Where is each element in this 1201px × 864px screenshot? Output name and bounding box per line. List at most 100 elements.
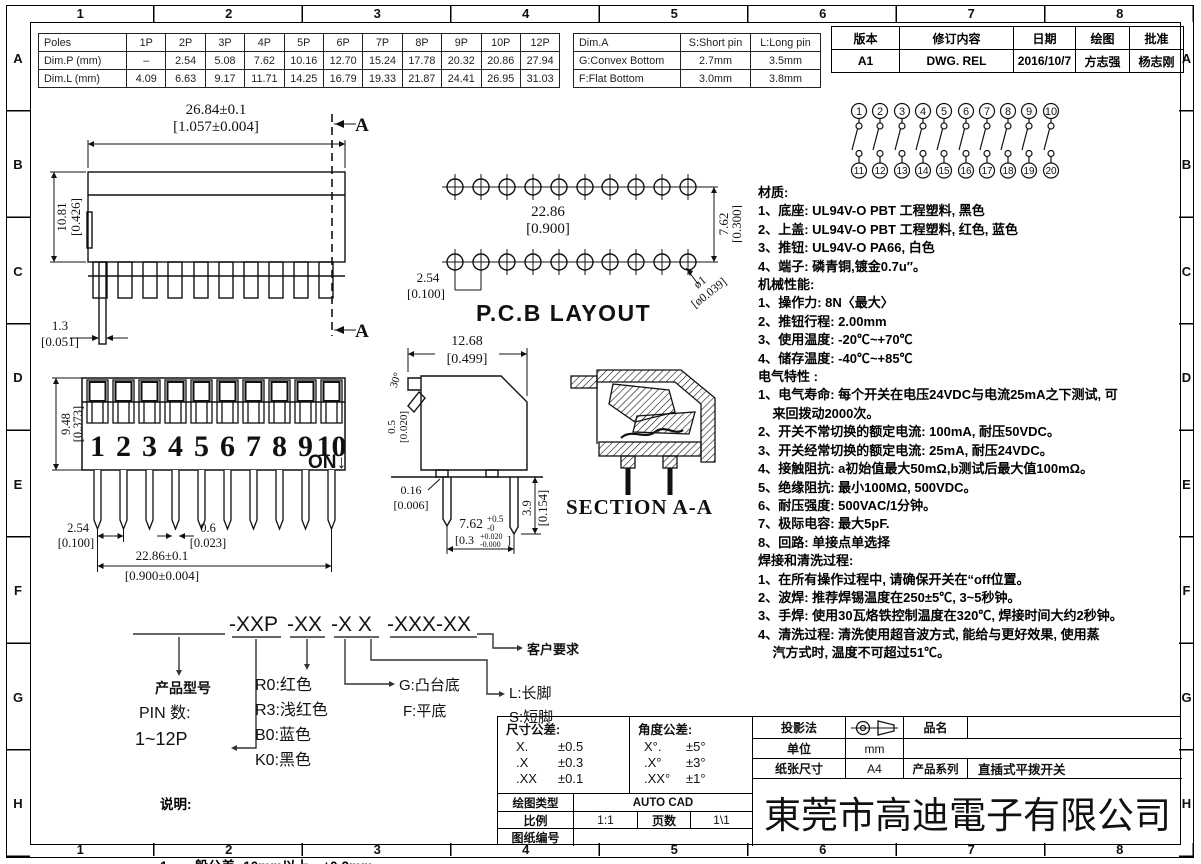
tolerance-row: .X±0.3: [498, 755, 629, 771]
pin-number: 14: [917, 166, 929, 177]
grid-col-label: 8: [1116, 6, 1124, 21]
pin-number: 13: [896, 166, 908, 177]
dim-slot-in: [0.023]: [190, 536, 226, 550]
grid-col-label: 3: [373, 842, 381, 857]
pin-number: 6: [963, 106, 969, 118]
spec-line: 汽方式时, 温度不可超过51℃。: [758, 645, 951, 661]
side-profile-outline: [391, 375, 543, 536]
table-cell: –: [125, 51, 167, 70]
title-block: 尺寸公差: X.±0.5.X±0.3.XX±0.1 角度公差: X°.±5°.X…: [497, 716, 1182, 846]
grid-row-label: H: [13, 796, 23, 812]
table-cell: 24.41: [441, 69, 482, 88]
unit-value: mm: [846, 739, 904, 759]
position-number: 8: [272, 430, 287, 463]
table-cell: 19.33: [362, 69, 403, 88]
grid-col-label: 7: [967, 842, 975, 857]
grid-col-label: 3: [373, 6, 381, 21]
dim-span-in: [0.900]: [526, 221, 570, 237]
dim-pin-len-in: [0.154]: [536, 490, 550, 526]
dim-slot-mm: 0.6: [200, 521, 216, 535]
revision-header-cell: 日期: [1013, 26, 1076, 50]
pin-number: 9: [1026, 106, 1032, 118]
dim-span-mm: 22.86: [531, 204, 565, 220]
pcb-dim-lines: [454, 186, 718, 291]
grid-row-label: B: [13, 157, 23, 173]
table-cell: 14.25: [283, 69, 324, 88]
top-view-outline: [86, 171, 346, 345]
grid-row-label: H: [1181, 796, 1192, 812]
tolerance-row: X°.±5°: [630, 739, 752, 755]
position-number: 4: [168, 430, 183, 463]
table-cell: 12.70: [322, 51, 364, 70]
grid-row-label: D: [1181, 370, 1192, 386]
draw-type-value: AUTO CAD: [574, 794, 753, 812]
position-number: 5: [194, 430, 209, 463]
side-section-drawing: 12.68 [0.499] 30° 0.5 [0.020] 0.16 [0.00…: [386, 334, 716, 554]
dim-pin-mm: 1.3: [52, 318, 68, 333]
grid-row-label: A: [1181, 50, 1192, 66]
dim-pins-tol-dn: -0: [487, 523, 495, 533]
table-cell: 4.09: [125, 69, 167, 88]
scale-label: 比例: [498, 812, 574, 829]
pcb-arrowheads: [686, 187, 717, 276]
tolerance-value: ±0.5: [558, 739, 584, 754]
grid-col-label: 6: [819, 842, 827, 857]
on-direction-label: ON↓: [308, 452, 346, 473]
table-cell: 2.7mm: [680, 51, 751, 70]
table-cell: 1P: [125, 33, 167, 52]
empty-cell: [904, 739, 1182, 759]
section-mark-a-top: A: [355, 115, 369, 136]
revision-header-cell: 版本: [831, 26, 900, 50]
dim-span-in: [0.900±0.004]: [125, 568, 199, 583]
section-cutaway: [570, 369, 716, 495]
table-cell: L:Long pin: [750, 33, 821, 52]
position-number: 7: [246, 430, 261, 463]
tolerance-key: .XX°: [644, 771, 671, 786]
table-cell: 26.95: [480, 69, 521, 88]
table-cell: 20.32: [441, 51, 482, 70]
table-cell: 10P: [480, 33, 521, 52]
tolerance-row: .X°±3°: [630, 755, 752, 771]
front-arrowheads: [53, 378, 332, 569]
table-cell: F:Flat Bottom: [573, 69, 681, 88]
front-position-numbers: 1 2 3 4 5 6 7 8 9 10: [90, 430, 347, 463]
grid-row-label: F: [14, 583, 22, 599]
color-code-k0: K0:黑色: [255, 751, 311, 769]
tolerance-value: ±1°: [686, 771, 706, 786]
general-notes: 说明: 1、一般公差: 10mm以上—±0.2mm. 10mm以内—±0.1mm…: [160, 754, 490, 864]
spec-line: 4、储存温度: -40℃~+85℃: [758, 350, 913, 366]
grid-col-label: 5: [670, 6, 678, 21]
grid-col-label: 8: [1116, 842, 1124, 857]
spec-line: 电气特性 :: [758, 369, 818, 385]
spec-line: 机械性能:: [758, 277, 815, 293]
pin-number: 11: [854, 166, 865, 177]
dim-pitch-mm: 2.54: [67, 521, 90, 535]
code-group-suffix: -XXX-XX: [387, 613, 471, 636]
grid-row-label: G: [12, 689, 24, 705]
company-name: 東莞市高迪電子有限公司: [764, 795, 1171, 837]
pcb-layout-drawing: 22.86 [0.900] 7.62 [0.300] 2.54 [0.100] …: [407, 173, 742, 326]
pin-number: 7: [984, 106, 990, 118]
spec-line: 4、端子: 磷青铜,镀金0.7u″。: [758, 258, 927, 274]
table-cell: 9.17: [204, 69, 246, 88]
grid-col-label: 4: [522, 6, 530, 21]
table-cell: 15.24: [362, 51, 403, 70]
spec-line: 3、开关经常切换的额定电流: 25mA, 耐压24VDC。: [758, 442, 1053, 458]
tolerance-key: X.: [516, 739, 529, 754]
notes-title: 说明:: [160, 797, 192, 812]
projection-method-label: 投影法: [753, 717, 846, 739]
product-series-value: 直插式平拨开关: [968, 759, 1182, 779]
revision-data-cell: 2016/10/7: [1013, 49, 1076, 73]
part-number-code: -XXP -XX -X X -XXX-XX: [229, 613, 471, 636]
section-title: SECTION A-A: [566, 495, 713, 519]
table-cell: 4P: [244, 33, 285, 52]
pin-length-s-label: S:短脚: [509, 709, 553, 726]
